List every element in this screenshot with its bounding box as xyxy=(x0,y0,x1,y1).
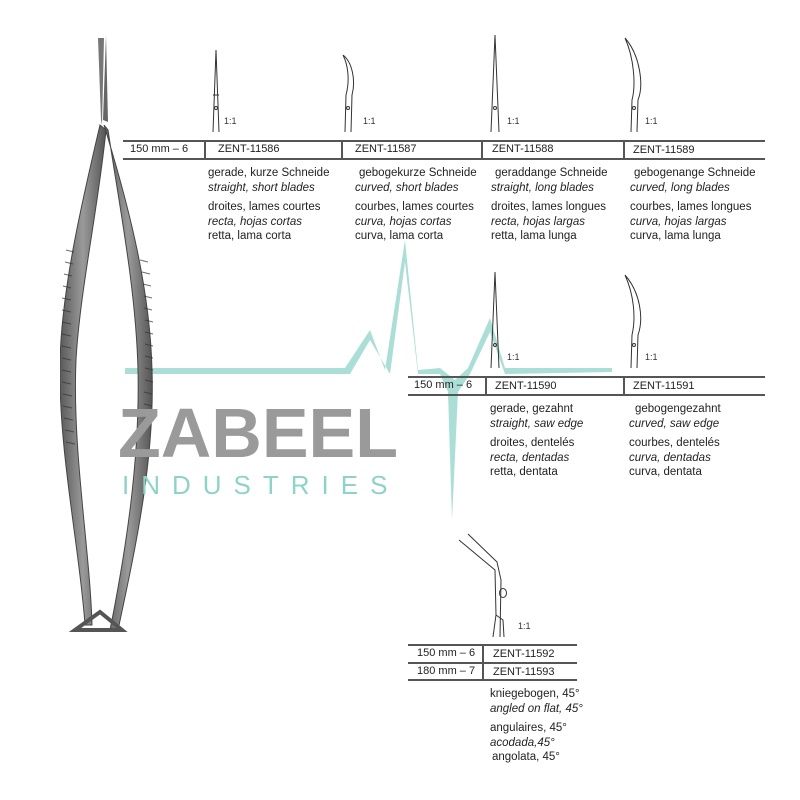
product-description: gerade, gezahnt straight, saw edge droit… xyxy=(490,402,583,480)
description-en: straight, short blades xyxy=(208,181,315,194)
scale-label: 1:1 xyxy=(507,116,520,126)
description-fr: droites, dentelés xyxy=(490,437,575,449)
size-label: 150 mm – 6 xyxy=(130,143,189,155)
straight-short-blade-drawing xyxy=(212,49,220,133)
size-label: 150 mm – 6 xyxy=(414,379,473,391)
description-it: curva, lama corta xyxy=(355,230,444,242)
description-es: recta, dentadas xyxy=(490,451,570,464)
description-en: curved, long blades xyxy=(630,181,730,194)
micro-scissors-illustration xyxy=(60,35,154,632)
straight-saw-edge-drawing xyxy=(490,271,500,369)
product-description: geraddange Schneide straight, long blade… xyxy=(491,166,608,244)
description-de: gerade, kurze Schneide xyxy=(208,167,330,179)
product-description: gebogekurze Schneide curved, short blade… xyxy=(355,166,477,244)
description-en: straight, long blades xyxy=(491,181,594,194)
description-it: curva, lama lunga xyxy=(630,230,721,242)
scale-label: 1:1 xyxy=(507,352,520,362)
description-de: gerade, gezahnt xyxy=(490,403,574,415)
product-code: ZENT-11587 xyxy=(355,143,417,155)
description-de: kniegebogen, 45° xyxy=(490,688,580,700)
description-en: curved, short blades xyxy=(355,181,459,194)
description-fr: droites, lames longues xyxy=(491,201,607,213)
description-de: gebogengezahnt xyxy=(635,403,721,415)
size-label: 150 mm – 6 xyxy=(417,647,476,659)
scale-label: 1:1 xyxy=(645,352,658,362)
description-it: retta, lama corta xyxy=(208,230,292,242)
description-fr: droites, lames courtes xyxy=(208,201,321,213)
description-fr: angulaires, 45° xyxy=(490,722,567,734)
product-description: gebogenange Schneide curved, long blades… xyxy=(630,166,756,244)
scale-label: 1:1 xyxy=(363,116,376,126)
product-code: ZENT-11590 xyxy=(495,380,557,392)
description-de: geraddange Schneide xyxy=(495,167,608,179)
description-en: curved, saw edge xyxy=(629,417,720,430)
description-de: gebogekurze Schneide xyxy=(359,167,477,179)
description-es: curva, hojas largas xyxy=(630,215,727,228)
product-code: ZENT-11589 xyxy=(633,144,695,156)
description-es: curva, dentadas xyxy=(629,451,711,464)
description-en: angled on flat, 45° xyxy=(490,702,583,715)
straight-long-blade-drawing xyxy=(490,34,500,133)
size-label: 180 mm – 7 xyxy=(417,665,476,677)
description-it: angolata, 45° xyxy=(492,751,560,763)
description-en: straight, saw edge xyxy=(490,417,584,430)
description-it: retta, dentata xyxy=(490,466,558,478)
angled-on-flat-drawing xyxy=(458,533,507,638)
description-es: recta, hojas cortas xyxy=(208,215,302,228)
description-es: acodada,45° xyxy=(490,736,555,749)
scale-label: 1:1 xyxy=(645,116,658,126)
curved-long-blade-drawing xyxy=(624,37,642,133)
description-de: gebogenange Schneide xyxy=(634,167,756,179)
watermark-logo-subtitle: INDUSTRIES xyxy=(122,470,400,500)
product-code: ZENT-11588 xyxy=(492,143,554,155)
scale-label: 1:1 xyxy=(224,116,237,126)
product-code: ZENT-11586 xyxy=(218,143,280,155)
product-code: ZENT-11591 xyxy=(633,380,695,392)
description-fr: courbes, lames courtes xyxy=(355,201,474,213)
description-it: retta, lama lunga xyxy=(491,230,577,242)
description-es: recta, hojas largas xyxy=(491,215,585,228)
scale-label: 1:1 xyxy=(518,621,531,631)
description-es: curva, hojas cortas xyxy=(355,215,452,228)
watermark-logo-name: ZABEEL xyxy=(118,394,398,472)
product-code: ZENT-11592 xyxy=(493,648,555,660)
product-description: gerade, kurze Schneide straight, short b… xyxy=(208,166,329,244)
product-description: gebogengezahnt curved, saw edge courbes,… xyxy=(629,402,721,480)
description-fr: courbes, lames longues xyxy=(630,201,752,213)
description-fr: courbes, dentelés xyxy=(629,437,720,449)
curved-short-blade-drawing xyxy=(342,54,355,133)
curved-saw-edge-drawing xyxy=(624,274,642,369)
product-code: ZENT-11593 xyxy=(493,666,555,678)
description-it: curva, dentata xyxy=(629,466,702,478)
product-description: kniegebogen, 45° angled on flat, 45° ang… xyxy=(490,687,583,765)
